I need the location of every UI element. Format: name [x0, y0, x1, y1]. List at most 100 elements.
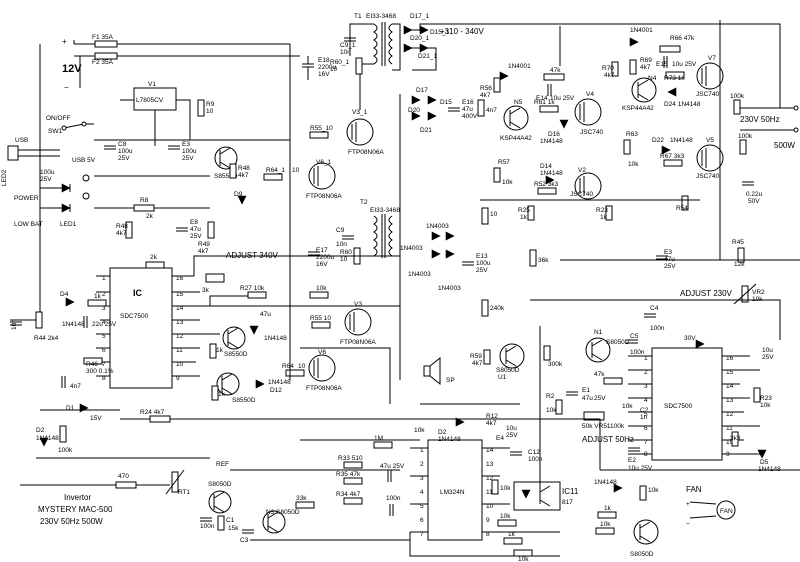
svg-text:1: 1 [644, 355, 648, 362]
frequency-adjust: 300k 47k E1 47u 25V R2 10k 50k VR51 100k… [543, 345, 653, 472]
svg-text:D12: D12 [270, 387, 282, 394]
svg-text:300 0.1%: 300 0.1% [86, 368, 114, 375]
svg-text:D24 1N4148: D24 1N4148 [664, 101, 701, 108]
svg-text:S8550D: S8550D [224, 351, 248, 358]
svg-text:R46: R46 [86, 361, 98, 368]
igbt-v5: V5 JSC740 R63 10k D22 1N4148 R67 3k3 [623, 131, 724, 180]
svg-text:50k VR51: 50k VR51 [582, 423, 611, 430]
svg-text:FTP08N06A: FTP08N06A [306, 193, 342, 200]
svg-text:10k: 10k [546, 407, 557, 414]
svg-text:11: 11 [726, 425, 733, 432]
svg-text:7: 7 [420, 531, 424, 538]
svg-text:100n: 100n [386, 495, 401, 502]
svg-text:R55_10: R55_10 [310, 125, 333, 132]
svg-text:C9: C9 [336, 227, 345, 234]
fan-section: FAN FAN + − S8050D 1N4148 10k 1k 10k [594, 479, 736, 558]
bridge-rectifier-top: D17_1 D15_1 D20_1 D21_1 +310 - 340V [392, 13, 520, 71]
svg-text:R49: R49 [198, 241, 210, 248]
ic-left-label: IC [133, 288, 143, 298]
svg-text:3: 3 [420, 475, 424, 482]
svg-text:R67 3k3: R67 3k3 [660, 153, 685, 160]
svg-text:FTP08N06A: FTP08N06A [348, 149, 384, 156]
svg-text:R63: R63 [626, 131, 638, 138]
lm324-body [427, 439, 483, 541]
ic-right-part: SDC7500 [664, 403, 693, 410]
svg-text:5: 5 [102, 333, 106, 340]
svg-text:25V: 25V [762, 354, 774, 361]
svg-text:5: 5 [644, 411, 648, 418]
svg-text:R55 10: R55 10 [310, 315, 331, 322]
svg-text:7: 7 [102, 361, 106, 368]
t2-core-label: EI33-3468 [370, 207, 400, 214]
svg-text:10: 10 [206, 108, 214, 115]
svg-text:16V: 16V [318, 71, 330, 78]
ic11-body [513, 481, 561, 511]
svg-text:4k7: 4k7 [238, 172, 249, 179]
lm324-label: LM324N [440, 489, 465, 496]
svg-text:400V: 400V [462, 113, 478, 120]
svg-text:1: 1 [102, 275, 106, 282]
svg-text:25V: 25V [182, 155, 194, 162]
svg-text:10k: 10k [414, 427, 425, 434]
ic11-label: IC11 [562, 487, 579, 496]
svg-text:10k: 10k [502, 179, 513, 186]
svg-text:15: 15 [176, 291, 184, 298]
svg-text:10: 10 [340, 256, 348, 263]
svg-text:R64_1: R64_1 [266, 167, 286, 174]
svg-text:E17: E17 [316, 247, 328, 254]
ic-left-part: SDC7500 [120, 313, 149, 320]
svg-text:D20: D20 [408, 107, 420, 114]
svg-text:D5: D5 [760, 459, 769, 466]
feedback-network: E3 47u 25V R45 12k VR2 10k ADJUST 230V [656, 239, 765, 305]
svg-text:0.22u: 0.22u [746, 191, 763, 198]
svg-text:E4: E4 [496, 435, 504, 442]
svg-text:KSP44A42: KSP44A42 [622, 105, 654, 112]
transistor-n1: N1 S8050D [585, 329, 630, 363]
svg-text:R52 3k3: R52 3k3 [534, 181, 559, 188]
svg-text:D1: D1 [66, 405, 75, 412]
svg-text:R24 4k7: R24 4k7 [140, 409, 165, 416]
svg-text:10u 25V: 10u 25V [628, 465, 653, 472]
svg-text:D9: D9 [234, 191, 243, 198]
svg-text:16: 16 [726, 355, 734, 362]
svg-text:10: 10 [176, 361, 184, 368]
svg-text:C2: C2 [640, 407, 649, 414]
bridge-rectifier-mid: D17 D15 D20 D21 E16 47u 400V 4n7 [399, 87, 497, 140]
svg-text:47k: 47k [594, 371, 605, 378]
svg-text:100u: 100u [118, 148, 133, 155]
svg-text:4k7: 4k7 [116, 230, 127, 237]
svg-text:C5: C5 [630, 333, 639, 340]
driver-n4: 1N4001 R66 47k E15 10u 25V R70 4k7 R69 4… [602, 27, 701, 112]
v1-part: L7805CV [136, 97, 164, 104]
svg-text:4k7: 4k7 [486, 420, 497, 427]
svg-text:1n: 1n [640, 414, 648, 421]
svg-text:D17_1: D17_1 [410, 13, 430, 20]
transistor-u1: S8050D U1 R59 4k7 R57 10k [470, 159, 525, 381]
svg-text:U1: U1 [498, 374, 507, 381]
svg-text:10k: 10k [648, 487, 659, 494]
svg-text:V5: V5 [706, 137, 714, 144]
svg-text:47u: 47u [260, 311, 271, 318]
svg-text:R60: R60 [340, 249, 352, 256]
svg-text:10: 10 [330, 66, 338, 73]
svg-text:3k: 3k [202, 287, 210, 294]
svg-text:22u 25V: 22u 25V [92, 321, 117, 328]
svg-text:11: 11 [176, 347, 183, 354]
resistor-470: 470 [20, 473, 170, 489]
svg-text:10k: 10k [500, 485, 511, 492]
svg-text:25V: 25V [664, 263, 676, 270]
svg-text:4k7: 4k7 [604, 72, 615, 79]
led2-label: LED2 [1, 169, 8, 186]
svg-text:R23: R23 [596, 207, 608, 214]
output-voltage-label: 230V 50Hz [740, 115, 780, 124]
svg-text:R69: R69 [640, 57, 652, 64]
svg-text:R25: R25 [518, 207, 530, 214]
svg-text:R33 510: R33 510 [338, 455, 363, 462]
svg-text:10k: 10k [518, 556, 529, 562]
svg-text:JSC740: JSC740 [696, 91, 720, 98]
svg-text:E1: E1 [582, 387, 590, 394]
transistor-s8550-1: S8550D R48 4k7 [214, 146, 250, 180]
svg-text:10k: 10k [622, 403, 633, 410]
usb5v-label: USB 5V [72, 157, 96, 164]
svg-text:10u: 10u [506, 425, 517, 432]
